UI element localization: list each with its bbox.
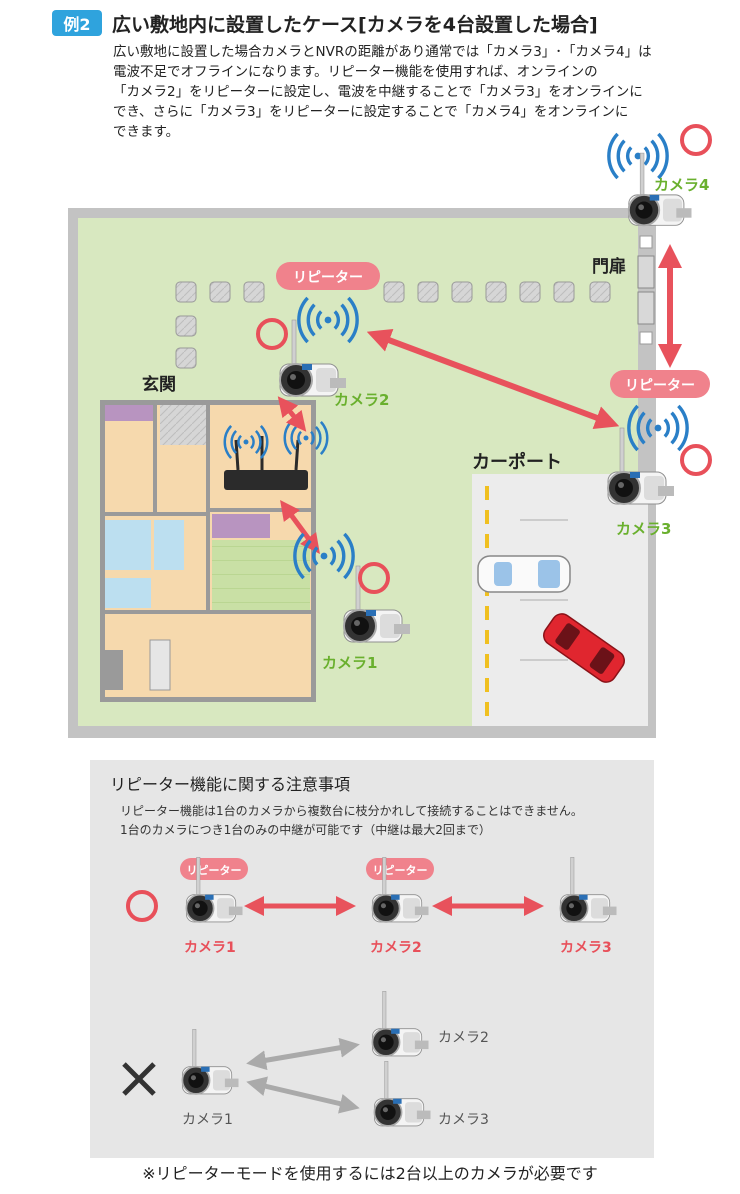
gate xyxy=(637,235,655,345)
camera2: リピーター カメラ2 xyxy=(256,262,389,409)
description-line: できます。 xyxy=(113,124,180,140)
description-line: 広い敷地に設置した場合カメラとNVRの距離があり通常では「カメラ3」･「カメラ4… xyxy=(113,44,652,60)
repeater-pill-label: リピーター xyxy=(187,864,242,877)
link-nvr-cam2 xyxy=(277,396,307,432)
site-map xyxy=(68,208,656,738)
camera1: カメラ1 xyxy=(293,532,411,672)
footer-note: ※リピーターモードを使用するには2台以上のカメラが必要です xyxy=(142,1164,598,1183)
camera3: リピーター カメラ3 xyxy=(607,370,712,538)
description-line: 「カメラ2」をリピーターに設定し、電波を中継することで「カメラ3」をオンラインに xyxy=(113,84,643,100)
camera-label: カメラ3 xyxy=(560,940,612,956)
house-floorplan xyxy=(100,400,316,702)
repeater-pill-label: リピーター xyxy=(293,270,363,286)
camera-label: カメラ4 xyxy=(654,176,709,194)
online-circle-icon xyxy=(680,444,712,476)
notes-title: リピーター機能に関する注意事項 xyxy=(110,775,350,794)
description: 広い敷地に設置した場合カメラとNVRの距離があり通常では「カメラ3」･「カメラ4… xyxy=(113,42,703,142)
ng-cross-icon xyxy=(122,1062,156,1096)
camera-label: カメラ2 xyxy=(438,1030,489,1046)
online-circle-icon xyxy=(680,124,712,156)
online-circle-icon xyxy=(256,318,288,350)
notes-line: リピーター機能は1台のカメラから複数台に枝分かれして接続することはできません。 xyxy=(120,803,583,818)
ok-example: リピーター カメラ1 リピーター カメラ2 カメラ3 xyxy=(126,856,618,956)
camera-label: カメラ3 xyxy=(616,520,671,538)
online-circle-icon xyxy=(358,562,390,594)
white-car xyxy=(477,555,571,593)
red-car xyxy=(543,613,625,683)
carport-label: カーポート xyxy=(472,451,562,473)
camera-label: カメラ2 xyxy=(370,940,422,956)
example-badge: 例2 xyxy=(52,10,102,36)
parking-lines xyxy=(485,486,568,722)
nvr-recorder xyxy=(224,436,308,490)
link-nvr-cam1 xyxy=(280,499,320,555)
camera-label: カメラ1 xyxy=(184,940,236,956)
camera-label: カメラ1 xyxy=(322,654,377,672)
genkan-label: 玄関 xyxy=(142,374,176,395)
description-line: でき、さらに「カメラ3」をリピーターに設定することで「カメラ4」をオンラインに xyxy=(113,104,629,120)
repeater-pill-label: リピーター xyxy=(625,378,695,394)
camera-label: カメラ2 xyxy=(334,391,389,409)
stepping-stones xyxy=(175,281,611,369)
ok-circle-icon xyxy=(126,890,158,922)
camera-label: カメラ1 xyxy=(182,1112,233,1128)
notes-line: 1台のカメラにつき1台のみの中継が可能です（中継は最大2回まで） xyxy=(120,822,491,837)
camera4: カメラ4 xyxy=(607,124,712,227)
ng-example: カメラ1 カメラ2 カメラ3 xyxy=(122,990,489,1128)
link-cam2-cam3 xyxy=(366,328,620,430)
page-title: 広い敷地内に設置したケース[カメラを4台設置した場合] xyxy=(112,14,598,36)
gate-label: 門扉 xyxy=(592,256,626,277)
notes-panel xyxy=(90,760,654,1158)
description-line: 電波不足でオフラインになります。リピーター機能を使用すれば、オンラインの xyxy=(113,64,598,80)
repeater-pill-label: リピーター xyxy=(373,864,428,877)
camera-label: カメラ3 xyxy=(438,1112,489,1128)
